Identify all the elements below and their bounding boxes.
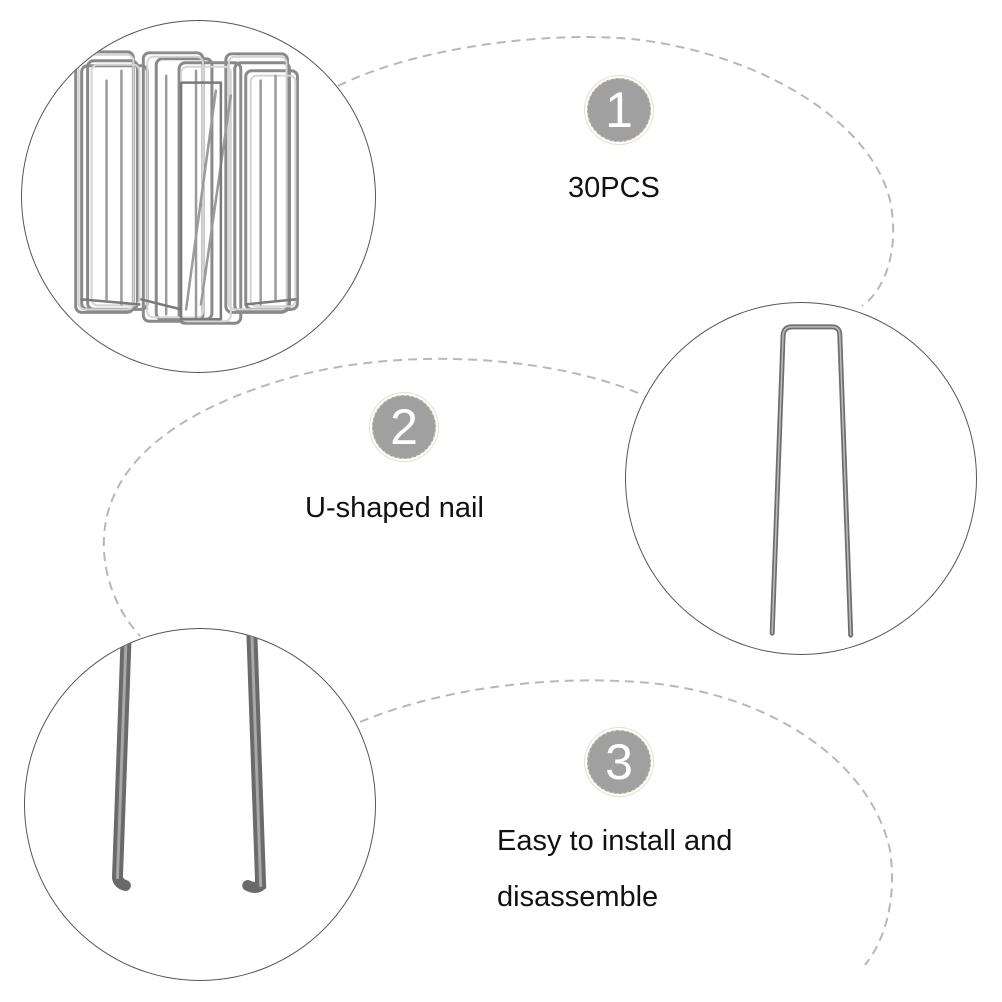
step-label-3-line-1: Easy to install and bbox=[497, 825, 733, 857]
staple-tips-icon bbox=[111, 629, 267, 893]
staple-pile-icon bbox=[74, 50, 299, 325]
step-label-3-line-2: disassemble bbox=[497, 881, 659, 913]
photo-circle-step-3 bbox=[24, 628, 376, 981]
photo-circle-step-2 bbox=[625, 302, 977, 655]
u-staple-icon bbox=[769, 324, 854, 638]
step-label-1: 30PCS bbox=[568, 172, 660, 204]
dashed-path-step-1 bbox=[337, 36, 895, 307]
step-number-badge-2: 2 bbox=[372, 395, 436, 459]
dashed-path-step-2 bbox=[102, 357, 639, 637]
dashed-path-step-3 bbox=[359, 679, 893, 966]
photo-circle-step-1 bbox=[21, 20, 376, 373]
step-number-badge-3: 3 bbox=[587, 730, 651, 794]
step-label-2: U-shaped nail bbox=[305, 492, 484, 524]
step-number-badge-1: 1 bbox=[587, 78, 651, 142]
